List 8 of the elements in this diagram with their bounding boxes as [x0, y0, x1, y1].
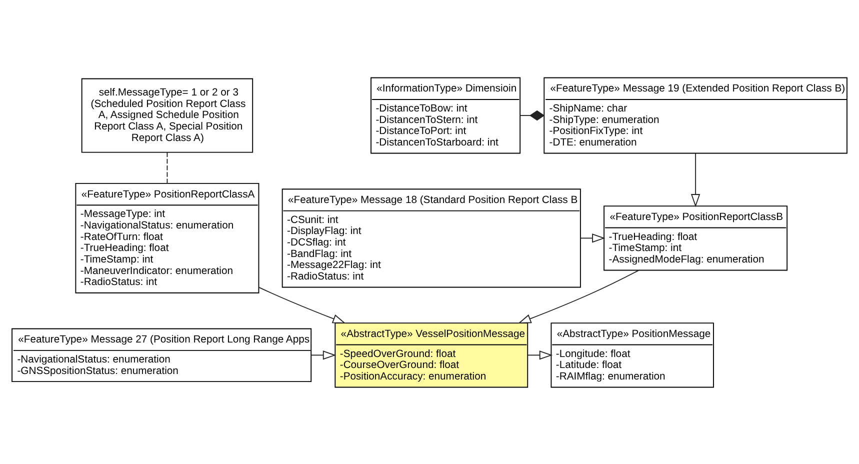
arrow	[518, 269, 640, 323]
arrow	[310, 350, 336, 360]
arrow	[527, 350, 553, 360]
connector	[520, 110, 545, 120]
connector	[166, 151, 168, 184]
arrow	[258, 286, 346, 324]
arrow	[690, 152, 700, 207]
arrow	[580, 233, 606, 242]
